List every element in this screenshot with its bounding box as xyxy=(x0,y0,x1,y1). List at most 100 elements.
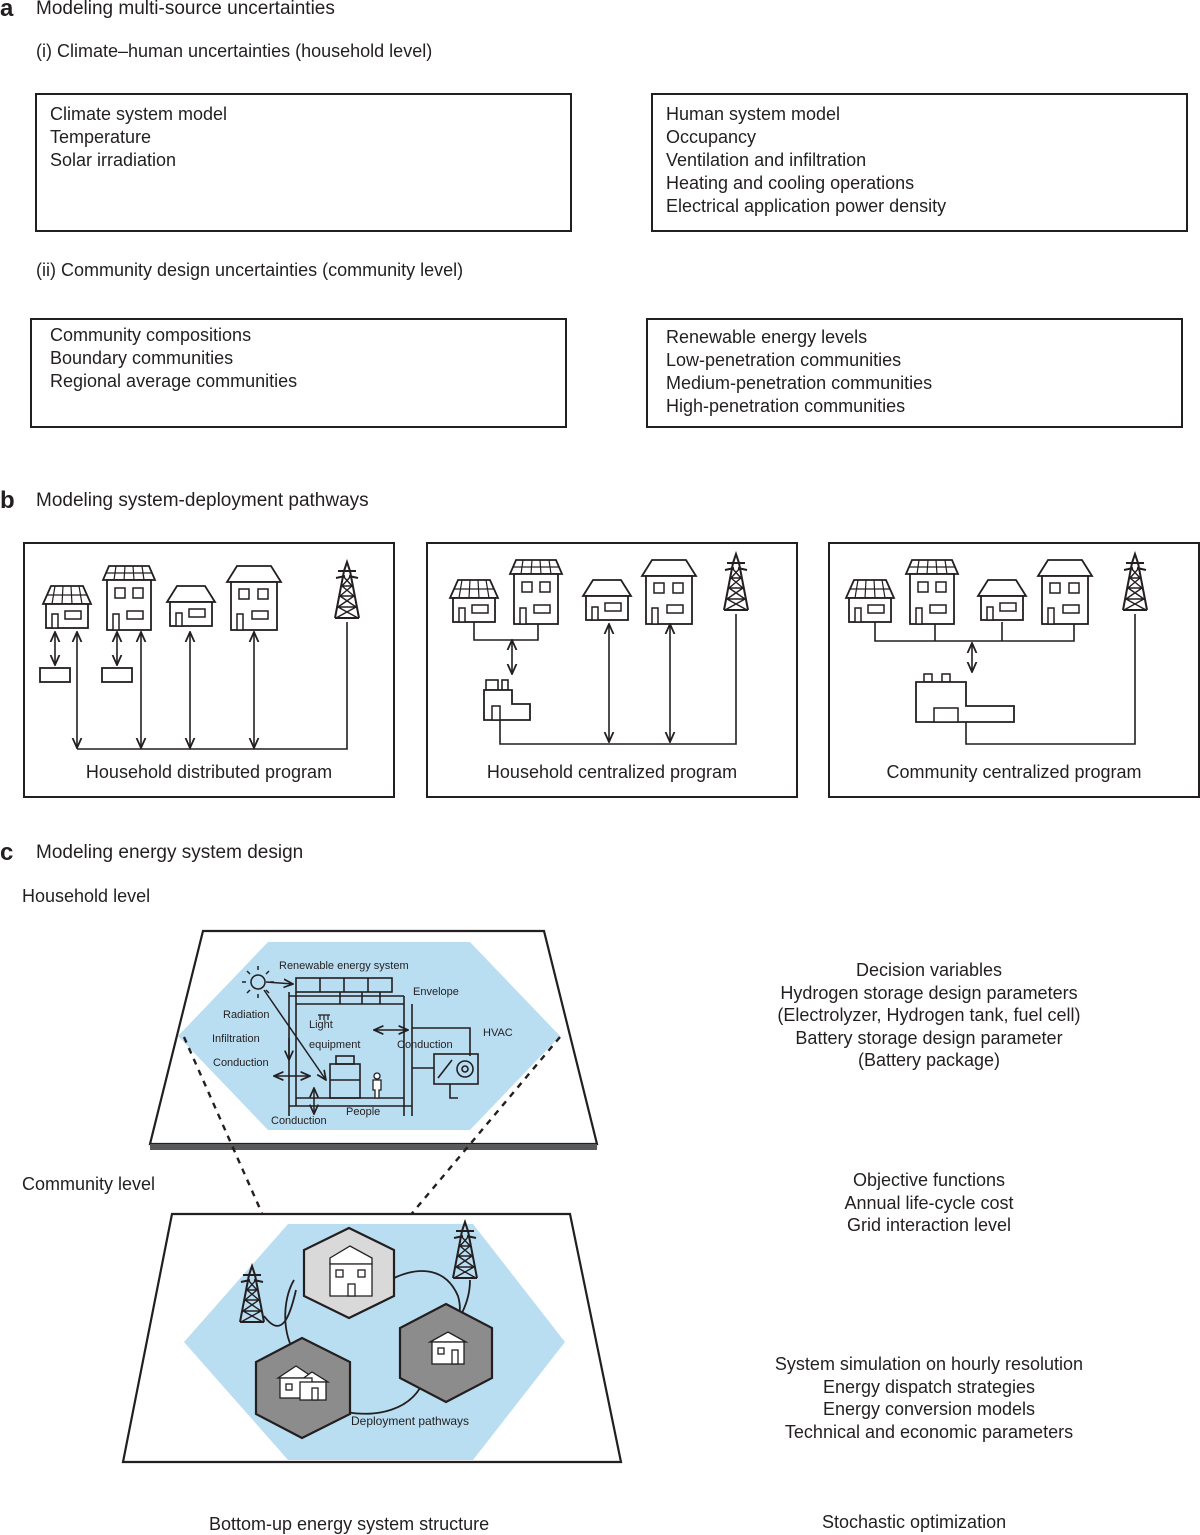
decision-variables-line: (Battery package) xyxy=(857,1050,1001,1070)
community-line: Community compositions xyxy=(50,325,252,345)
climate-system-box: Climate system model Temperature Solar i… xyxy=(35,93,572,232)
objective-functions-block: Objective functions Annual life-cycle co… xyxy=(729,1169,1129,1237)
renewable-energy-label: Renewable energy system xyxy=(279,960,409,972)
distributed-program-diagram xyxy=(39,561,360,750)
panel-c-title: Modeling energy system design xyxy=(36,842,304,863)
person-icon xyxy=(372,1072,382,1099)
community-centralized-program-box: Community centralized program xyxy=(828,542,1200,798)
factory-icon xyxy=(483,679,531,721)
community-line: Boundary communities xyxy=(50,348,234,368)
envelope-label: Envelope xyxy=(413,986,459,998)
human-system-box: Human system model Occupancy Ventilation… xyxy=(651,93,1188,232)
human-line: Electrical application power density xyxy=(666,196,947,216)
storage-unit-icon xyxy=(101,667,133,683)
stochastic-optimization-label: Stochastic optimization xyxy=(822,1512,1007,1532)
house-icon xyxy=(845,579,895,623)
house-icon xyxy=(166,585,216,627)
renewable-line: Low-penetration communities xyxy=(666,350,902,370)
transmission-tower-icon xyxy=(334,561,360,619)
community-level-label: Community level xyxy=(22,1174,156,1194)
system-simulation-line: System simulation on hourly resolution xyxy=(774,1354,1084,1374)
renewable-line: Renewable energy levels xyxy=(666,327,868,347)
people-label: People xyxy=(346,1106,380,1118)
house-icon xyxy=(427,1331,469,1365)
community-compositions-box: Community compositions Boundary communit… xyxy=(30,318,567,428)
house-icon xyxy=(226,565,282,631)
objective-functions-line: Annual life-cycle cost xyxy=(844,1192,1014,1213)
household-distributed-program-box: Household distributed program xyxy=(23,542,395,798)
panel-b-title: Modeling system-deployment pathways xyxy=(36,490,369,511)
energy-system-design-diagram: Renewable energy system Envelope Radiati… xyxy=(121,929,623,1464)
subheading-community-design: (ii) Community design uncertainties (com… xyxy=(36,260,464,280)
house-icon xyxy=(42,585,92,629)
human-line: Occupancy xyxy=(666,127,757,147)
transmission-tower-icon xyxy=(1122,553,1148,611)
house-icon xyxy=(449,579,499,623)
community-box-lines: Community compositions Boundary communit… xyxy=(50,324,297,393)
household-centralized-program-box: Household centralized program xyxy=(426,542,798,798)
house-icon xyxy=(977,579,1027,621)
bottom-up-structure-label: Bottom-up energy system structure xyxy=(209,1514,490,1534)
panel-a-title: Modeling multi-source uncertainties xyxy=(36,0,335,19)
light-icon xyxy=(318,1014,330,1020)
community-line: Regional average communities xyxy=(50,371,298,391)
renewable-levels-box: Renewable energy levels Low-penetration … xyxy=(646,318,1183,428)
conduction-mid-label: Conduction xyxy=(397,1039,453,1051)
panel-c-letter: c xyxy=(0,839,14,866)
house-icon xyxy=(641,559,697,625)
human-line: Human system model xyxy=(666,104,841,124)
household-hexagon xyxy=(178,942,560,1130)
climate-line: Solar irradiation xyxy=(50,150,177,170)
infiltration-label: Infiltration xyxy=(212,1033,260,1045)
decision-variables-block: Decision variables Hydrogen storage desi… xyxy=(729,959,1129,1072)
climate-box-lines: Climate system model Temperature Solar i… xyxy=(50,103,227,172)
system-simulation-line: Energy conversion models xyxy=(822,1399,1036,1419)
renewable-box-lines: Renewable energy levels Low-penetration … xyxy=(666,326,932,418)
house-icon xyxy=(582,579,632,621)
climate-line: Climate system model xyxy=(50,104,228,124)
factory-icon xyxy=(915,673,1015,723)
human-box-lines: Human system model Occupancy Ventilation… xyxy=(666,103,946,218)
light-label: Light xyxy=(309,1019,333,1031)
system-simulation-line: Technical and economic parameters xyxy=(784,1421,1074,1442)
transmission-tower-icon xyxy=(723,553,749,611)
house-icon xyxy=(1037,559,1093,625)
renewable-line: High-penetration communities xyxy=(666,396,906,416)
house-icon xyxy=(905,559,959,625)
system-simulation-block: System simulation on hourly resolution E… xyxy=(729,1353,1129,1443)
hvac-unit-icon xyxy=(433,1053,479,1085)
decision-variables-line: Hydrogen storage design parameters xyxy=(780,982,1078,1003)
subheading-climate-human: (i) Climate–human uncertainties (househo… xyxy=(36,41,433,61)
decision-variables-line: Battery storage design parameter xyxy=(795,1027,1063,1048)
community-centralized-diagram xyxy=(845,553,1148,745)
household-level-label: Household level xyxy=(22,886,151,906)
program-caption: Household distributed program xyxy=(85,762,333,782)
household-plate-edge xyxy=(150,1144,597,1150)
objective-functions-line: Grid interaction level xyxy=(846,1215,1012,1235)
human-line: Heating and cooling operations xyxy=(666,173,915,193)
system-simulation-line: Energy dispatch strategies xyxy=(822,1376,1036,1397)
panel-b-letter: b xyxy=(0,487,15,514)
conduction-left-label: Conduction xyxy=(213,1057,269,1069)
deployment-pathways-label: Deployment pathways xyxy=(351,1414,469,1428)
climate-line: Temperature xyxy=(50,127,152,147)
renewable-line: Medium-penetration communities xyxy=(666,373,933,393)
decision-variables-line: Decision variables xyxy=(855,960,1003,980)
house-icon xyxy=(329,1245,373,1297)
projection-line-left xyxy=(182,1036,274,1237)
program-caption: Community centralized program xyxy=(886,762,1142,782)
human-line: Ventilation and infiltration xyxy=(666,150,867,170)
house-icon xyxy=(509,559,563,625)
household-centralized-diagram xyxy=(449,553,749,745)
equipment-label: equipment xyxy=(309,1039,360,1051)
house-icon xyxy=(102,565,156,631)
hvac-label: HVAC xyxy=(483,1027,513,1039)
program-caption: Household centralized program xyxy=(486,762,738,782)
radiation-label: Radiation xyxy=(223,1009,269,1021)
projection-line-right xyxy=(397,1036,561,1231)
decision-variables-line: (Electrolyzer, Hydrogen tank, fuel cell) xyxy=(777,1005,1081,1025)
panel-a-letter: a xyxy=(0,0,14,22)
conduction-bottom-label: Conduction xyxy=(271,1115,327,1127)
objective-functions-line: Objective functions xyxy=(852,1170,1006,1190)
house-icon xyxy=(275,1365,331,1401)
